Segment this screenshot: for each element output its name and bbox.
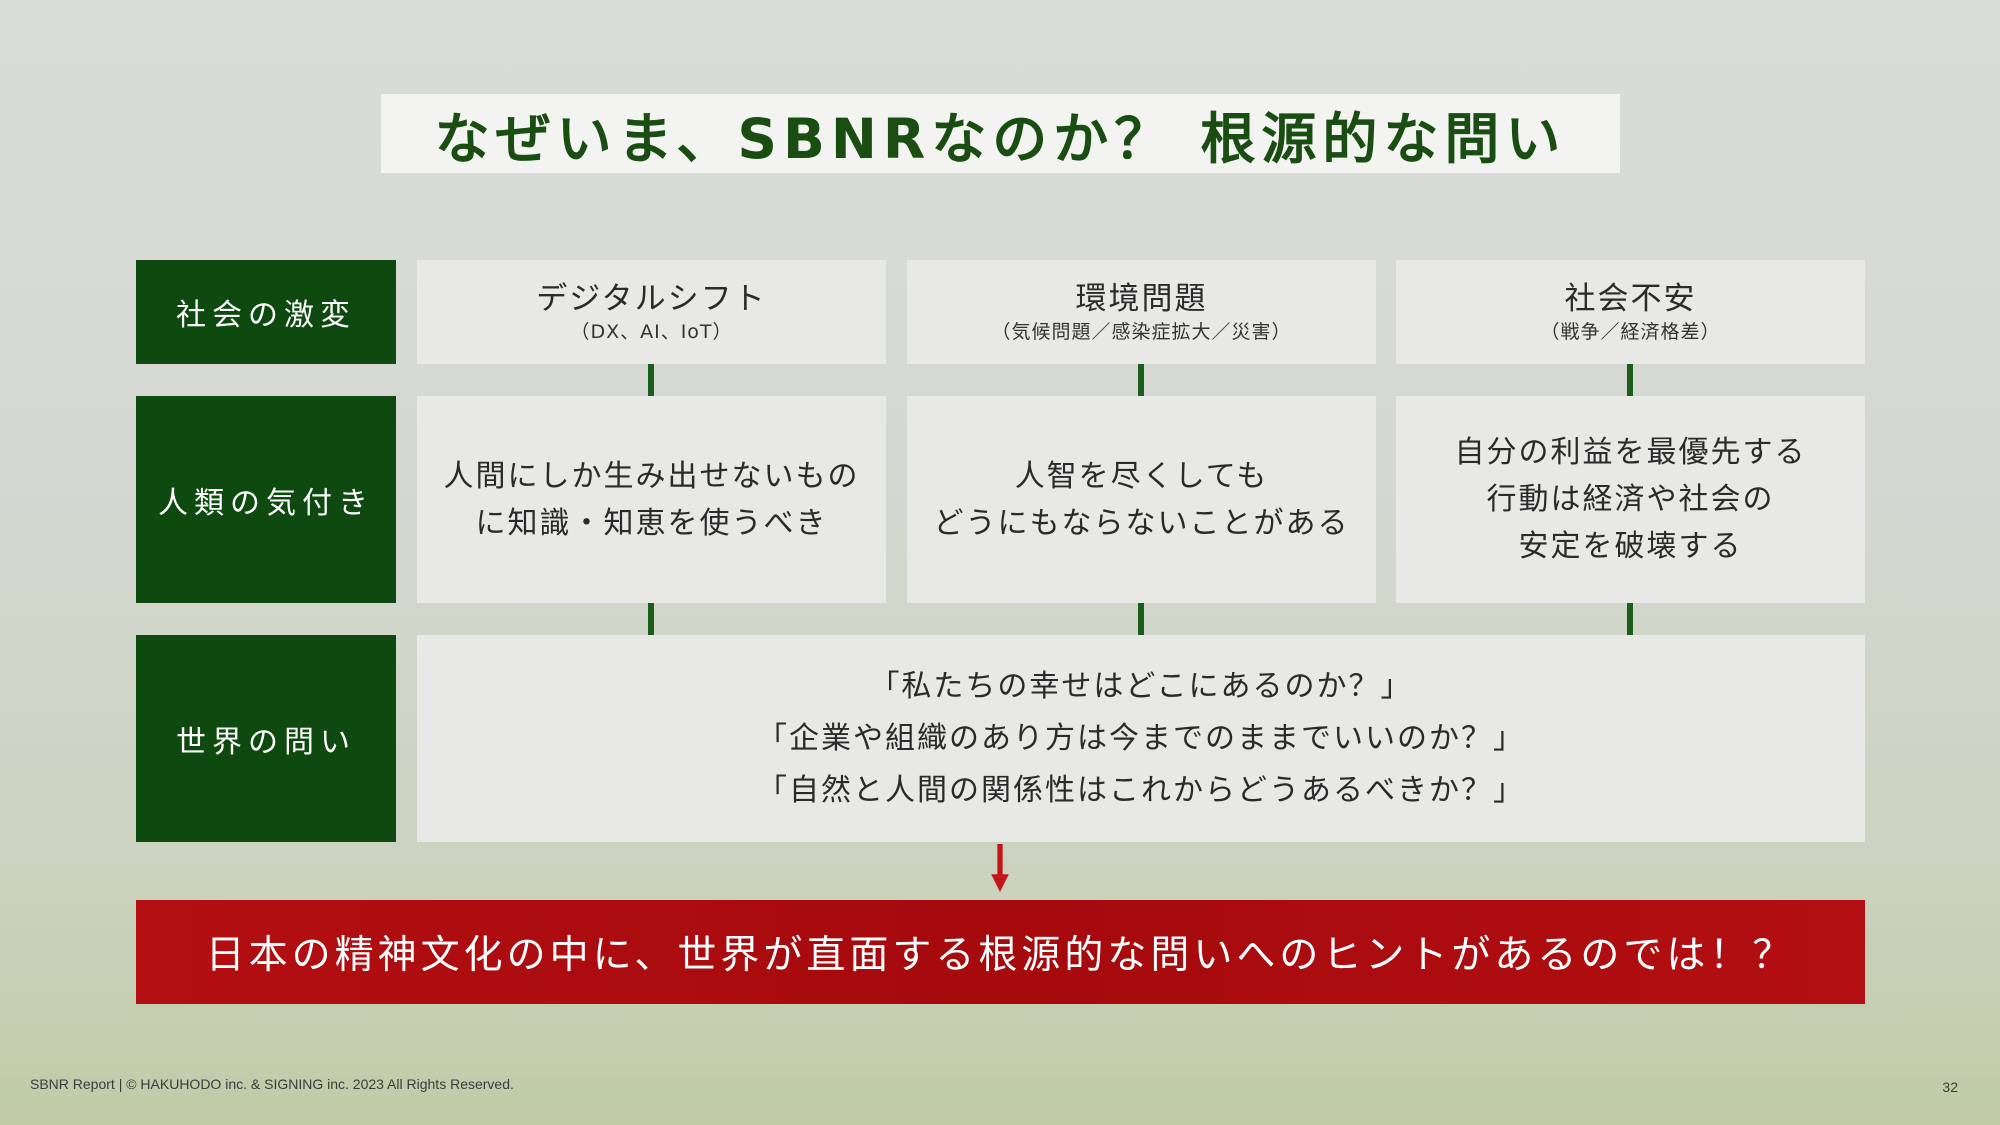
column-title: 社会不安: [1564, 281, 1697, 317]
question-line: 「私たちの幸せはどこにあるのか？」: [869, 668, 1413, 704]
insight-line: 行動は経済や社会の: [1486, 482, 1775, 517]
column-title: 環境問題: [1075, 281, 1208, 317]
footer-copyright: SBNR Report | © HAKUHODO inc. & SIGNING …: [30, 1076, 514, 1092]
insight-social-anxiety: 自分の利益を最優先する 行動は経済や社会の 安定を破壊する: [1396, 396, 1865, 603]
insight-line: 人智を尽くしても: [1014, 458, 1269, 494]
arrow-down-red-icon: [991, 844, 1009, 892]
conclusion-text: 日本の精神文化の中に、世界が直面する根源的な問いへのヒントがあるのでは！？: [205, 933, 1796, 978]
insight-line: に知識・知恵を使うべき: [475, 505, 828, 541]
column-subtitle: （DX、AI、IoT）: [570, 321, 733, 343]
insight-line: 安定を破壊する: [1518, 529, 1743, 564]
column-header-digital-shift: デジタルシフト （DX、AI、IoT）: [417, 260, 886, 364]
page-number: 32: [1942, 1079, 1958, 1095]
column-header-social-anxiety: 社会不安 （戦争／経済格差）: [1396, 260, 1865, 364]
question-line: 「自然と人間の関係性はこれからどうあるべきか？」: [757, 772, 1525, 808]
insight-line: どうにもならないことがある: [933, 505, 1350, 541]
world-questions-box: 「私たちの幸せはどこにあるのか？」 「企業や組織のあり方は今までのままでいいのか…: [417, 635, 1865, 842]
column-subtitle: （戦争／経済格差）: [1540, 321, 1721, 343]
column-subtitle: （気候問題／感染症拡大／災害）: [991, 321, 1292, 343]
row-label-upheaval-text: 社会の激変: [176, 298, 356, 333]
row-label-upheaval: 社会の激変: [136, 260, 396, 364]
insight-environment: 人智を尽くしても どうにもならないことがある: [907, 396, 1376, 603]
question-line: 「企業や組織のあり方は今までのままでいいのか？」: [757, 720, 1525, 756]
row-label-questions-text: 世界の問い: [176, 724, 356, 760]
row-label-awareness: 人類の気付き: [136, 396, 396, 603]
insight-line: 自分の利益を最優先する: [1454, 435, 1807, 470]
column-title: デジタルシフト: [536, 281, 767, 317]
insight-line: 人間にしか生み出せないもの: [443, 458, 860, 494]
column-header-environment: 環境問題 （気候問題／感染症拡大／災害）: [907, 260, 1376, 364]
page-title: なぜいま、SBNRなのか？ 根源的な問い: [434, 106, 1567, 171]
row-label-questions: 世界の問い: [136, 635, 396, 842]
title-box: なぜいま、SBNRなのか？ 根源的な問い: [381, 94, 1620, 173]
row-label-awareness-text: 人類の気付き: [158, 485, 374, 521]
conclusion-banner: 日本の精神文化の中に、世界が直面する根源的な問いへのヒントがあるのでは！？: [136, 900, 1865, 1004]
insight-digital-shift: 人間にしか生み出せないもの に知識・知恵を使うべき: [417, 396, 886, 603]
